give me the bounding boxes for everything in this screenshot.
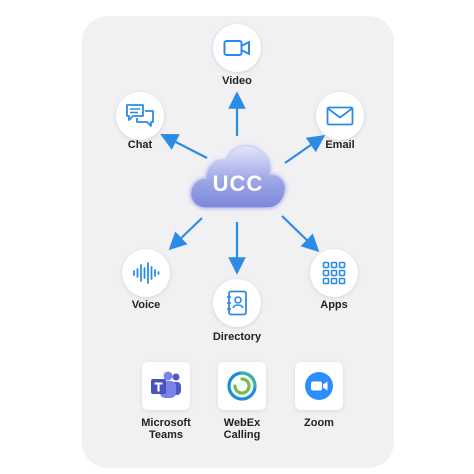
video-camera-icon	[223, 40, 250, 56]
app-grid-icon	[322, 261, 346, 285]
microsoft-teams-logo-icon	[151, 371, 181, 398]
zoom-label: Zoom	[304, 417, 334, 429]
microsoft-teams-label-line2: Teams	[148, 429, 184, 441]
arrow-to-chat	[160, 133, 208, 159]
voice-label: Voice	[131, 299, 161, 311]
microsoft-teams-label: Microsoft Teams	[141, 417, 191, 441]
chat-bubbles-icon	[126, 104, 154, 127]
arrow-to-apps	[281, 215, 320, 253]
chat-label: Chat	[127, 139, 153, 151]
webex-label-line2: Calling	[223, 429, 261, 441]
email-label: Email	[325, 139, 355, 151]
video-node[interactable]	[213, 24, 261, 72]
envelope-icon	[326, 106, 354, 126]
webex-label-line1: WebEx	[223, 417, 261, 429]
zoom-label-line1: Zoom	[304, 417, 334, 429]
directory-node[interactable]	[213, 279, 261, 327]
sound-wave-icon	[133, 262, 160, 284]
directory-label: Directory	[212, 331, 262, 343]
zoom-tile[interactable]	[295, 362, 343, 410]
apps-label: Apps	[320, 299, 348, 311]
address-book-icon	[227, 290, 247, 316]
webex-label: WebEx Calling	[224, 417, 261, 441]
arrow-to-voice	[168, 217, 203, 251]
microsoft-teams-tile[interactable]	[142, 362, 190, 410]
webex-logo-icon	[227, 371, 257, 401]
webex-tile[interactable]	[218, 362, 266, 410]
ucc-cloud-icon	[189, 145, 287, 209]
hub-label: UCC	[212, 171, 264, 196]
arrow-to-email	[284, 134, 326, 164]
apps-node[interactable]	[310, 249, 358, 297]
voice-node[interactable]	[122, 249, 170, 297]
zoom-logo-icon	[305, 372, 333, 400]
microsoft-teams-label-line1: Microsoft	[141, 417, 191, 429]
chat-node[interactable]	[116, 92, 164, 140]
email-node[interactable]	[316, 92, 364, 140]
video-label: Video	[222, 75, 252, 87]
